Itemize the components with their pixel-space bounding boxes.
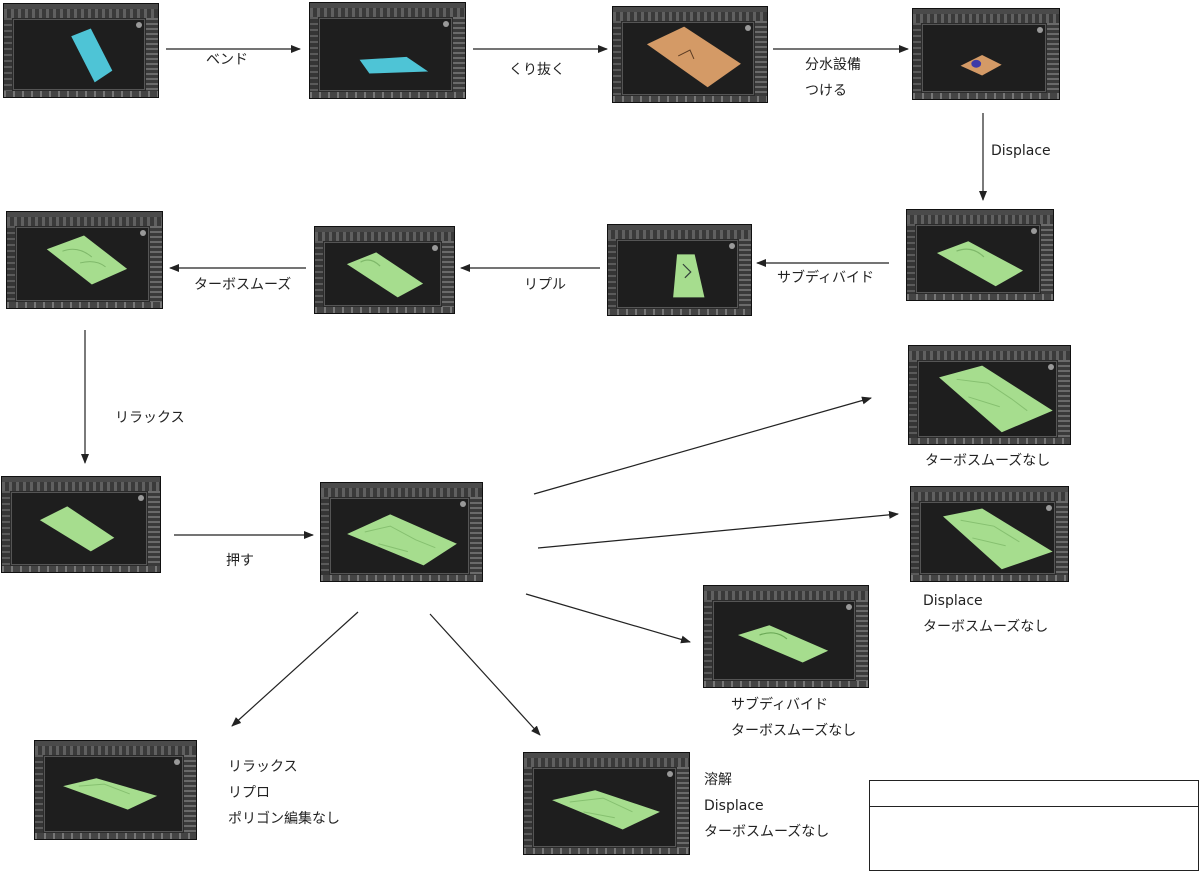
label-bend: ベンド: [206, 52, 248, 68]
green-pushed-model: [347, 514, 457, 566]
screenshot-push: [320, 482, 483, 582]
arrow-variant-3: [525, 593, 691, 644]
legend-header-row: [870, 781, 1198, 807]
green-ripple-model: [346, 252, 424, 298]
label-variant-5-line-2: Displace: [704, 798, 764, 814]
label-variant-4-line-1: リラックス: [228, 759, 298, 775]
green-subdivided-model: [673, 254, 705, 298]
label-variant-1: ターボスムーズなし: [925, 453, 1051, 469]
green-variant-1-model: [939, 365, 1053, 433]
green-variant-4-model: [63, 778, 158, 810]
cyan-box-model: [71, 28, 113, 83]
green-smooth-model: [46, 235, 128, 285]
screenshot-subdivide: [607, 224, 752, 316]
orange-terrain-model: [646, 26, 741, 88]
screenshot-cut-out: [612, 6, 768, 103]
label-variant-3-line-1: サブディバイド: [731, 697, 829, 713]
screenshot-variant-3: [703, 585, 869, 688]
label-variant-3-line-2: ターボスムーズなし: [731, 723, 857, 739]
label-add-water-2: つける: [805, 83, 847, 99]
label-variant-4-line-3: ポリゴン編集なし: [228, 811, 340, 827]
screenshot-bend: [309, 2, 466, 99]
screenshot-variant-4: [34, 740, 197, 840]
label-turbo-smooth: ターボスムーズ: [194, 277, 292, 293]
label-ripple: リプル: [524, 277, 566, 293]
screenshot-ripple: [314, 226, 455, 314]
screenshot-variant-1: [908, 345, 1071, 445]
screenshot-variant-5: [523, 752, 690, 855]
screenshot-variant-2: [910, 486, 1069, 582]
cyan-bent-model: [359, 56, 429, 74]
label-add-water-1: 分水設備: [805, 57, 861, 73]
label-variant-5-line-1: 溶解: [704, 772, 732, 788]
label-relax: リラックス: [115, 410, 185, 426]
green-relaxed-model: [39, 506, 115, 552]
label-variant-2-line-2: ターボスムーズなし: [923, 619, 1049, 635]
green-variant-5-model: [552, 790, 660, 830]
label-variant-4-line-2: リプロ: [228, 785, 270, 801]
arrow-variant-2: [537, 510, 899, 549]
label-push: 押す: [226, 553, 254, 569]
arrow-variant-1: [533, 396, 872, 495]
label-cut-out: くり抜く: [509, 62, 565, 78]
screenshot-turbo-smooth: [6, 211, 163, 309]
screenshot-displace: [906, 209, 1054, 301]
screenshot-add-water: [912, 8, 1060, 100]
label-subdivide: サブディバイド: [777, 270, 875, 286]
orange-small-model: [960, 54, 1002, 76]
green-variant-3-model: [737, 625, 829, 663]
label-displace: Displace: [991, 143, 1051, 159]
arrow-variant-5: [429, 613, 541, 736]
screenshot-box-original: [3, 3, 159, 98]
screenshot-relax: [1, 476, 161, 573]
green-displaced-model: [936, 241, 1024, 287]
label-variant-5-line-3: ターボスムーズなし: [704, 824, 830, 840]
green-variant-2-model: [942, 508, 1053, 570]
legend-box: [869, 780, 1199, 871]
arrow-variant-4: [231, 611, 359, 727]
label-variant-2-line-1: Displace: [923, 593, 983, 609]
